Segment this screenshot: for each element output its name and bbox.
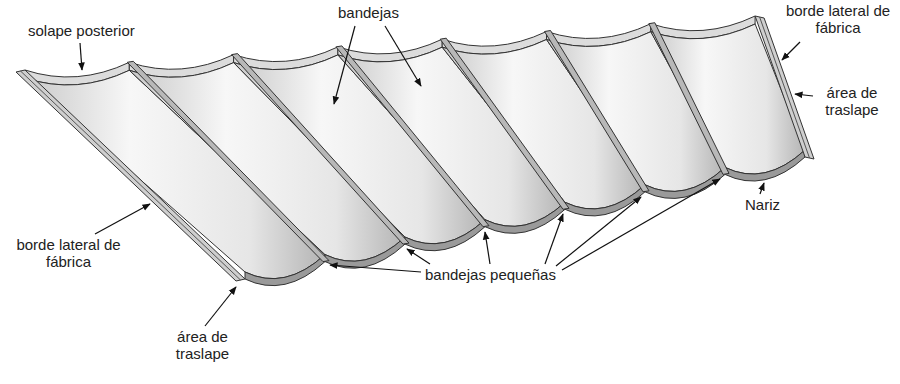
leader-line bbox=[80, 43, 82, 70]
small-tray bbox=[649, 23, 729, 175]
part-label: área de traslape bbox=[815, 84, 889, 119]
small-tray bbox=[127, 61, 329, 261]
part-label: solape posterior bbox=[28, 22, 135, 39]
small-tray bbox=[440, 38, 569, 209]
leader-line bbox=[407, 249, 430, 264]
leader-line bbox=[485, 232, 490, 264]
nose bbox=[485, 202, 565, 233]
side-edge bbox=[755, 16, 814, 159]
leader-line bbox=[782, 42, 800, 60]
side-edge-fold bbox=[760, 17, 810, 158]
leader-line bbox=[334, 26, 355, 104]
tray bbox=[651, 24, 805, 174]
leader-line bbox=[562, 179, 720, 270]
small-tray bbox=[545, 31, 650, 192]
part-label: bandejas bbox=[338, 4, 399, 21]
small-tray bbox=[232, 54, 409, 245]
leader-line bbox=[205, 287, 236, 326]
nose bbox=[245, 255, 325, 286]
leader-lines bbox=[80, 26, 813, 326]
nose bbox=[405, 220, 485, 251]
leader-line bbox=[795, 94, 813, 96]
leader-line bbox=[545, 214, 563, 264]
nose bbox=[565, 185, 645, 216]
leader-line bbox=[95, 204, 150, 234]
part-label: borde lateral de fábrica bbox=[6, 236, 131, 271]
part-label: área de traslape bbox=[165, 328, 240, 363]
part-label: Nariz bbox=[745, 196, 780, 213]
nose bbox=[725, 150, 805, 181]
panel-body bbox=[16, 16, 814, 286]
leader-line bbox=[330, 265, 421, 272]
part-label: bandejas pequeñas bbox=[425, 266, 556, 283]
leader-line bbox=[385, 26, 421, 86]
nose bbox=[325, 237, 405, 268]
part-label: borde lateral de fábrica bbox=[782, 2, 894, 37]
leader-line bbox=[760, 183, 764, 194]
